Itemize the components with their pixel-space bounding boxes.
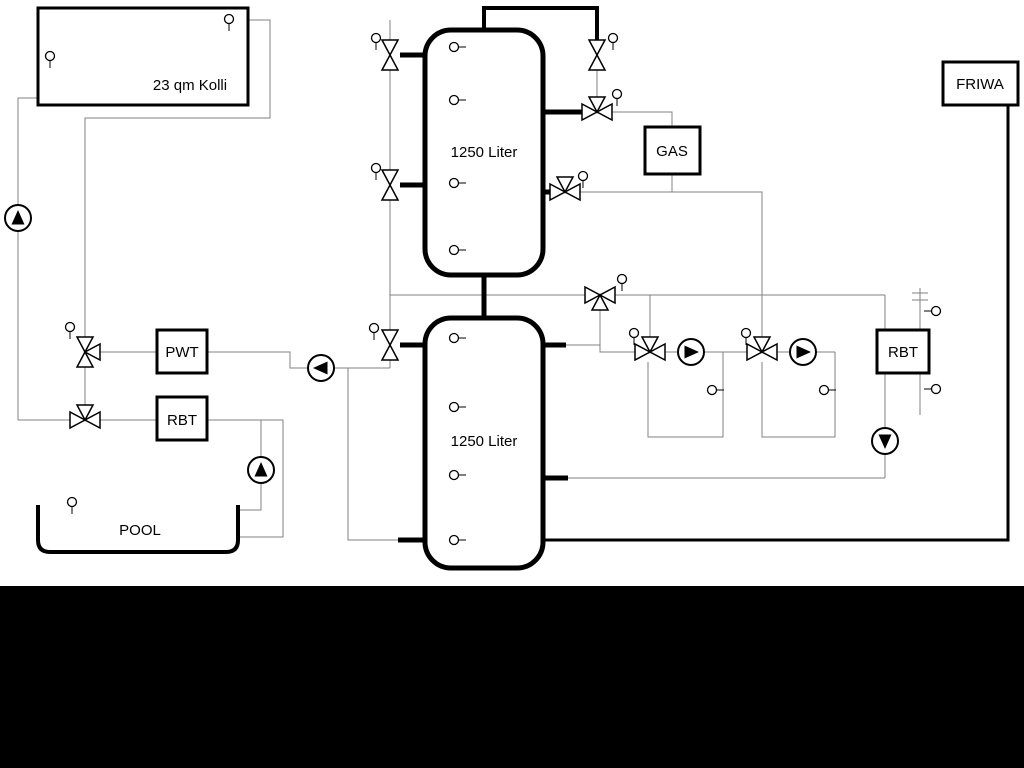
- bottom-black-band: [0, 586, 1024, 768]
- pump-icon-pwt: [307, 354, 335, 382]
- pipes-thick-stubs: [398, 52, 583, 543]
- pump-icon-collector: [4, 204, 32, 232]
- rbt-right-box: [875, 328, 931, 375]
- pwt-label: PWT: [165, 344, 198, 361]
- pump-icon-heating-2: [789, 338, 817, 366]
- pipes-thick-main: [482, 6, 599, 40]
- three-way-valve-icon-distribution: [584, 286, 616, 311]
- pwt-heat-exchanger-box: [155, 328, 209, 375]
- friwa-box: [941, 60, 1020, 107]
- sensor-icon-valve-3: [368, 322, 380, 341]
- three-way-valve-icon-gas-return: [549, 176, 581, 201]
- valve-icon-tank-top-right: [588, 39, 606, 71]
- friwa-label: FRIWA: [956, 76, 1004, 93]
- three-way-valve-icon-gas-supply: [581, 96, 613, 121]
- rbt-left-box: [155, 395, 209, 442]
- solar-collector-label: 23 qm Kolli: [153, 77, 227, 94]
- rbt-left-label: RBT: [167, 412, 197, 429]
- solar-collector-box: [36, 6, 250, 107]
- sensor-icon-valve-2: [370, 162, 382, 181]
- sensor-icon-pool: [66, 496, 78, 515]
- pump-icon-heating-1: [677, 338, 705, 366]
- three-way-valve-icon-heating-2: [746, 336, 778, 361]
- sensor-icon-valve-gas-supply: [611, 88, 623, 107]
- sensor-icon-pwt-inlet: [64, 321, 76, 340]
- three-way-valve-icon-heating-1: [634, 336, 666, 361]
- sensor-icon-rbt-top: [923, 305, 942, 317]
- valve-icon-tank-bottom-left: [381, 329, 399, 361]
- pool-label: POOL: [119, 522, 161, 539]
- pipes-thin: [17, 19, 928, 541]
- sensor-icon-valve-heating-2: [740, 327, 752, 346]
- sensor-icon-valve-1: [370, 32, 382, 51]
- buffer-tank-bottom-label: 1250 Liter: [451, 433, 518, 450]
- pipes-thick-friwa-return: [543, 105, 1010, 542]
- valve-icon-tank-top-left-upper: [381, 39, 399, 71]
- sensor-icon-loop-1: [706, 384, 725, 396]
- sensor-icon-valve-4: [607, 32, 619, 51]
- sensor-icon-rbt-bottom: [923, 383, 942, 395]
- rbt-right-label: RBT: [888, 344, 918, 361]
- buffer-tank-top: [422, 27, 546, 278]
- valve-icon-tank-top-left-lower: [381, 169, 399, 201]
- sensor-icon-valve-distribution: [616, 273, 628, 292]
- buffer-tank-bottom: [422, 315, 546, 571]
- gas-boiler-box: [643, 125, 702, 176]
- pump-icon-pool: [247, 456, 275, 484]
- pool-basin: [36, 505, 240, 554]
- pump-icon-rbt-right: [871, 427, 899, 455]
- gas-boiler-label: GAS: [656, 143, 688, 160]
- three-way-valve-icon-pwt: [76, 336, 101, 368]
- sensor-icon-loop-2: [818, 384, 837, 396]
- three-way-valve-icon-rbt-left: [69, 404, 101, 429]
- sensor-icon-valve-heating-1: [628, 327, 640, 346]
- buffer-tank-top-label: 1250 Liter: [451, 144, 518, 161]
